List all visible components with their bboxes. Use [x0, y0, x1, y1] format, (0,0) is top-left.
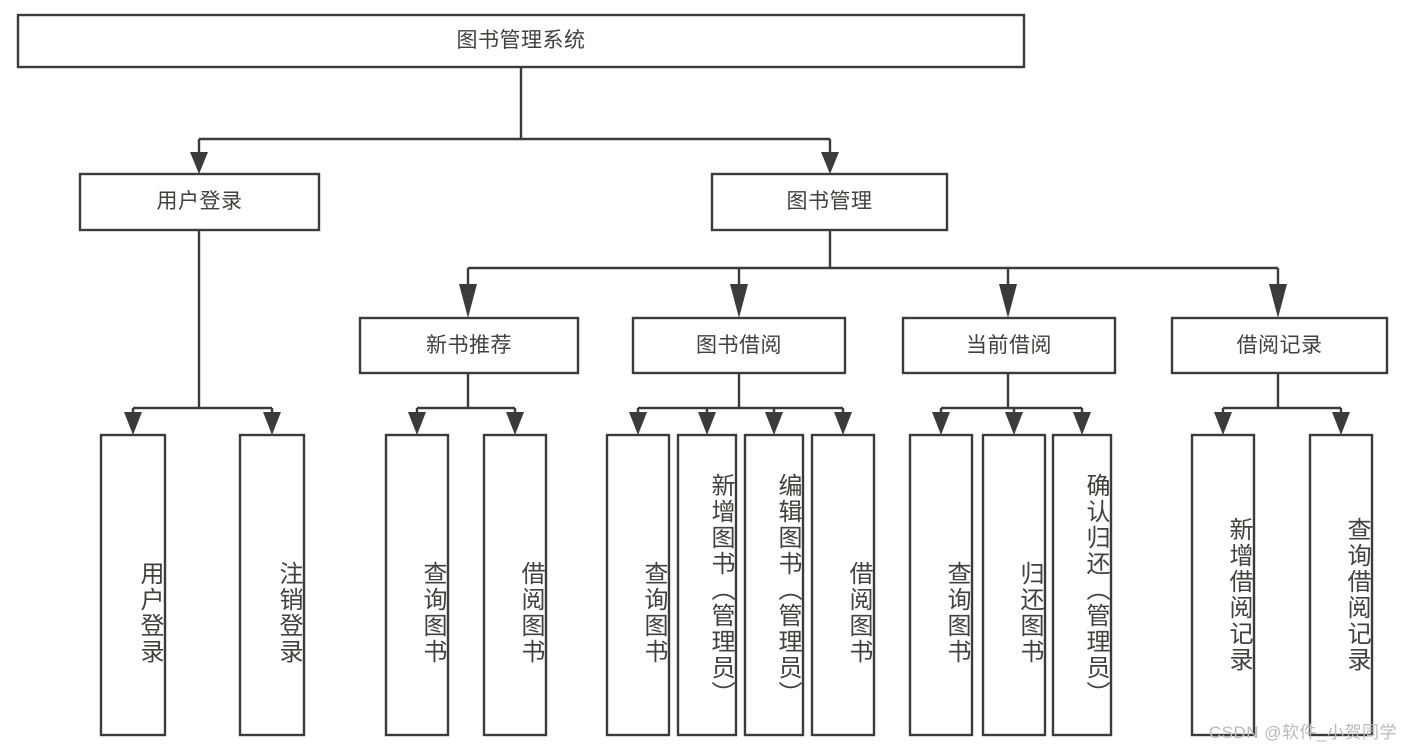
node-box-leaf-edit-book[interactable]	[743, 433, 805, 737]
arrowhead-to-leaf-query-book-3	[932, 412, 950, 435]
node-box-leaf-return-book[interactable]	[981, 433, 1047, 737]
node-box-leaf-query-book-3[interactable]	[908, 433, 974, 737]
arrowhead-to-leaf-add-record	[1214, 412, 1232, 435]
node-box-new-book-rec[interactable]	[358, 316, 580, 375]
arrowhead-to-leaf-borrow-book-1	[506, 412, 524, 435]
watermark-text: CSDN @软件_小贺同学	[1208, 723, 1397, 742]
node-box-leaf-add-book[interactable]	[676, 433, 738, 737]
arrowhead-to-leaf-edit-book	[765, 412, 783, 435]
node-box-user-login[interactable]	[78, 172, 321, 232]
arrowhead-to-borrow-record	[1269, 284, 1287, 318]
arrowhead-to-leaf-query-record	[1332, 412, 1350, 435]
arrowhead-to-current-borrow	[999, 284, 1017, 318]
node-box-leaf-user-logout[interactable]	[238, 433, 306, 737]
arrowhead-to-leaf-add-book	[698, 412, 716, 435]
node-box-borrow-record[interactable]	[1170, 316, 1389, 375]
node-box-root[interactable]	[16, 13, 1026, 69]
node-box-leaf-query-book-1[interactable]	[384, 433, 450, 737]
arrowhead-to-leaf-query-book-1	[408, 412, 426, 435]
arrowhead-to-new-book-rec	[459, 284, 477, 318]
connector-root-to-level1	[190, 67, 839, 174]
arrowhead-to-leaf-return-book	[1005, 412, 1023, 435]
node-box-leaf-borrow-book-2[interactable]	[810, 433, 876, 737]
arrowhead-to-leaf-confirm-return	[1073, 412, 1091, 435]
connector-book-borrow-to-leaves	[629, 373, 852, 435]
connector-current-borrow-to-leaves	[932, 373, 1091, 435]
node-box-current-borrow[interactable]	[901, 316, 1117, 375]
connector-user-login-to-leaves	[124, 230, 281, 435]
arrowhead-to-book-admin	[821, 152, 839, 174]
node-box-leaf-query-record[interactable]	[1308, 433, 1374, 737]
node-box-leaf-confirm-return[interactable]	[1051, 433, 1113, 737]
arrowhead-to-user-login	[190, 152, 208, 174]
connector-book-admin-to-level2	[459, 230, 1287, 318]
arrowhead-to-leaf-user-login	[124, 412, 142, 435]
arrowhead-to-leaf-borrow-book-2	[834, 412, 852, 435]
node-box-leaf-borrow-book-1[interactable]	[482, 433, 548, 737]
arrowhead-to-leaf-user-logout	[263, 412, 281, 435]
node-box-leaf-user-login[interactable]	[99, 433, 167, 737]
connector-new-book-rec-to-leaves	[408, 373, 524, 435]
node-box-leaf-query-book-2[interactable]	[605, 433, 671, 737]
arrowhead-to-book-borrow	[730, 284, 748, 318]
arrowhead-to-leaf-query-book-2	[629, 412, 647, 435]
node-box-book-borrow[interactable]	[631, 316, 847, 375]
connector-borrow-record-to-leaves	[1214, 373, 1350, 435]
node-box-leaf-add-record[interactable]	[1190, 433, 1256, 737]
node-box-book-admin[interactable]	[710, 172, 949, 232]
